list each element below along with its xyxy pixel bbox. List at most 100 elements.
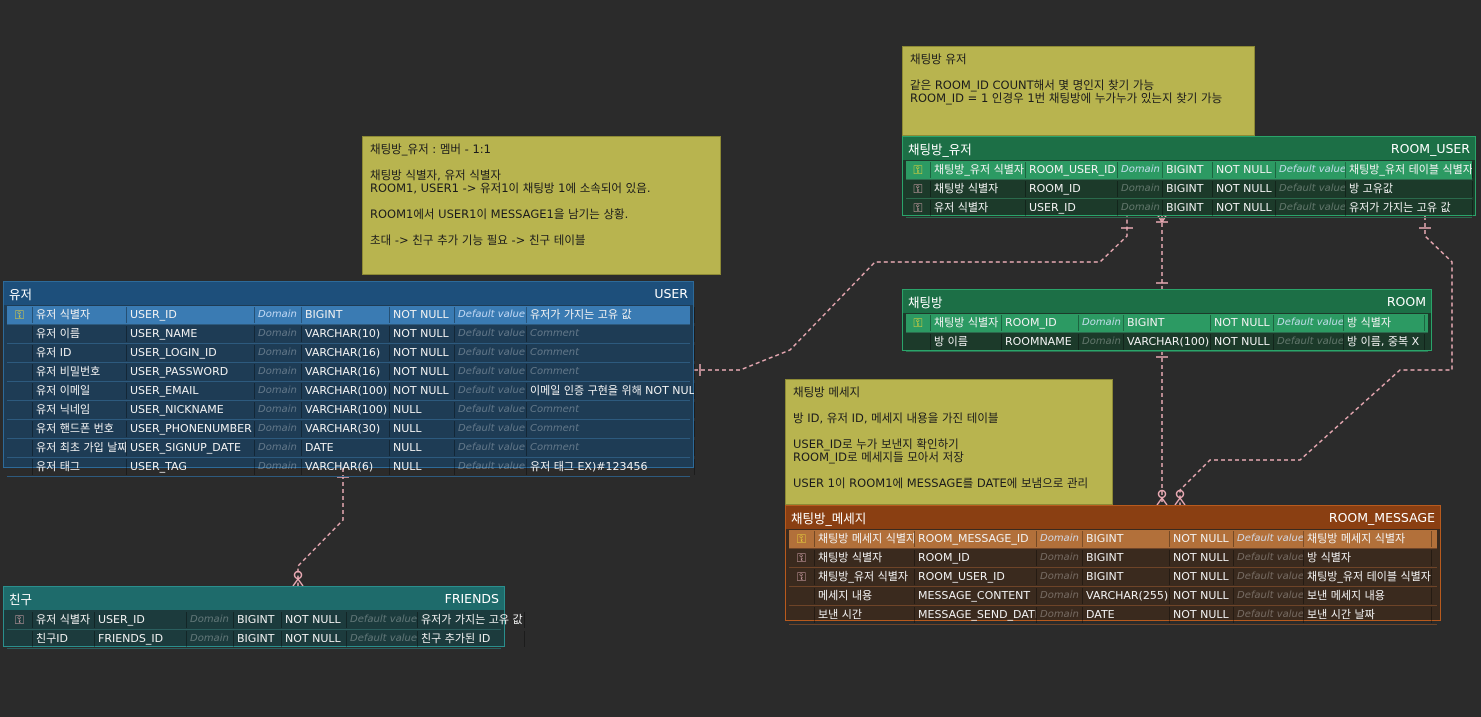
nullable-cell: NOT NULL [1170, 550, 1234, 566]
nullable-cell: NOT NULL [390, 345, 455, 361]
physical-name-cell: ROOM_ID [1002, 315, 1079, 331]
physical-name-cell: USER_PHONENUMBER [127, 421, 255, 437]
key-cell [7, 421, 33, 437]
comment-cell: 친구 추가된 ID [418, 631, 525, 647]
comment-cell: 이메일 인증 구현을 위해 NOT NULL [527, 383, 695, 399]
domain-cell: Domain [1079, 315, 1124, 331]
type-cell: VARCHAR(100) [302, 383, 390, 399]
table-physical-name: ROOM_MESSAGE [1328, 510, 1435, 525]
physical-name-cell: MESSAGE_CONTENT [915, 588, 1037, 604]
default-value-cell: Default value [455, 307, 527, 323]
note-line: ROOM1에서 USER1이 MESSAGE1을 남기는 상황. [370, 207, 629, 221]
domain-cell: Domain [1037, 569, 1083, 585]
default-value-cell: Default value [455, 345, 527, 361]
domain-cell: Domain [1037, 588, 1083, 604]
type-cell: VARCHAR(16) [302, 364, 390, 380]
physical-name-cell: USER_ID [127, 307, 255, 323]
logical-name-cell: 유저 식별자 [33, 612, 95, 628]
logical-name-cell: 채팅방_유저 식별자 [931, 162, 1026, 178]
comment-cell: 채팅방_유저 테이블 식별자 [1304, 569, 1432, 585]
key-cell: ⚿ [789, 531, 815, 547]
type-cell: DATE [1083, 607, 1170, 623]
foreign-key-icon: ⚿ [796, 570, 807, 584]
key-cell [7, 364, 33, 380]
key-cell [789, 607, 815, 623]
domain-cell: Domain [255, 383, 302, 399]
nullable-cell: NOT NULL [1170, 531, 1234, 547]
physical-name-cell: USER_LOGIN_ID [127, 345, 255, 361]
default-value-cell: Default value [1234, 531, 1304, 547]
physical-name-cell: ROOM_USER_ID [915, 569, 1037, 585]
key-cell [7, 631, 33, 647]
logical-name-cell: 유저 이름 [33, 326, 127, 342]
key-cell: ⚿ [906, 162, 931, 178]
logical-name-cell: 메세지 내용 [815, 588, 915, 604]
logical-name-cell: 유저 식별자 [33, 307, 127, 323]
default-value-cell: Default value [455, 326, 527, 342]
key-cell [7, 440, 33, 456]
key-cell: ⚿ [789, 550, 815, 566]
physical-name-cell: USER_NICKNAME [127, 402, 255, 418]
type-cell: BIGINT [302, 307, 390, 323]
type-cell: BIGINT [1083, 550, 1170, 566]
type-cell: VARCHAR(100) [1124, 334, 1211, 350]
domain-cell: Domain [1037, 607, 1083, 623]
note-line: 채팅방 유저 [910, 52, 967, 66]
note-line: 초대 -> 친구 추가 기능 필요 -> 친구 테이블 [370, 233, 586, 247]
logical-name-cell: 채팅방 메세지 식별자 [815, 531, 915, 547]
default-value-cell: Default value [455, 459, 527, 475]
physical-name-cell: ROOM_ID [1026, 181, 1118, 197]
logical-name-cell: 채팅방 식별자 [815, 550, 915, 566]
logical-name-cell: 방 이름 [931, 334, 1002, 350]
logical-name-cell: 보낸 시간 [815, 607, 915, 623]
domain-cell: Domain [255, 421, 302, 437]
key-cell [7, 383, 33, 399]
key-cell [906, 334, 931, 350]
type-cell: VARCHAR(10) [302, 326, 390, 342]
nullable-cell: NOT NULL [1213, 181, 1276, 197]
physical-name-cell: ROOM_MESSAGE_ID [915, 531, 1037, 547]
default-value-cell: Default value [1276, 162, 1346, 178]
logical-name-cell: 유저 식별자 [931, 200, 1026, 216]
physical-name-cell: USER_SIGNUP_DATE [127, 440, 255, 456]
domain-cell: Domain [255, 326, 302, 342]
note-line: 방 ID, 유저 ID, 메세지 내용을 가진 테이블 [793, 411, 999, 425]
domain-cell: Domain [1037, 531, 1083, 547]
foreign-key-icon: ⚿ [796, 551, 807, 565]
comment-cell: Comment [527, 364, 695, 380]
nullable-cell: NOT NULL [1213, 200, 1276, 216]
logical-name-cell: 유저 핸드폰 번호 [33, 421, 127, 437]
type-cell: BIGINT [1083, 569, 1170, 585]
